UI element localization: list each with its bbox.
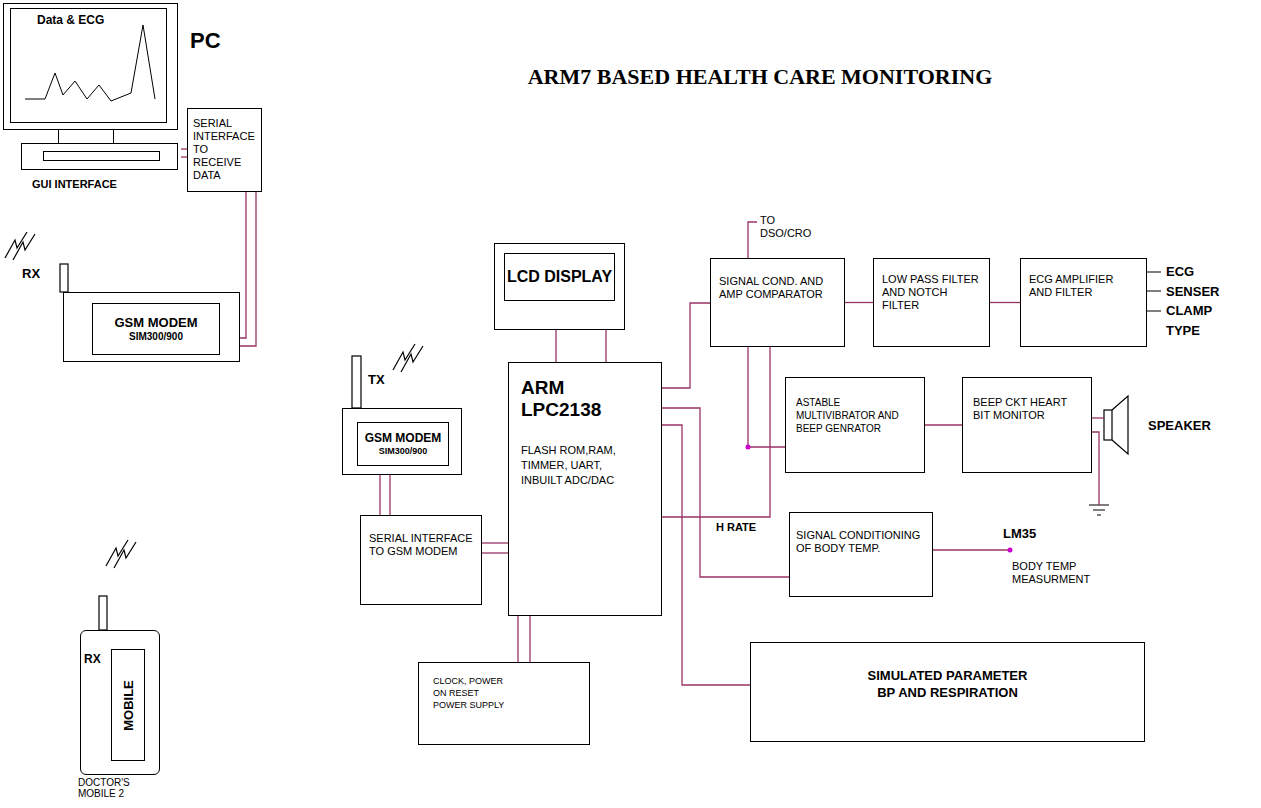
box-text: CLOCK, POWER ON RESET POWER SUPPLY xyxy=(433,675,513,711)
device-box: LCD DISPLAY xyxy=(494,243,625,330)
connector xyxy=(662,425,750,685)
speaker-symbol xyxy=(1104,410,1112,440)
box-text: FLASH ROM,RAM, TIMMER, UART, INBUILT ADC… xyxy=(521,443,639,488)
process-box: ARM LPC2138FLASH ROM,RAM, TIMMER, UART, … xyxy=(508,362,662,616)
annotation-label: BODY TEMP MEASURMENT xyxy=(1012,560,1112,586)
box-text: SIM300/900 xyxy=(129,330,183,343)
inner-frame: MOBILE xyxy=(111,649,145,761)
process-box: SIMULATED PARAMETER BP AND RESPIRATION xyxy=(750,642,1145,742)
annotation-label: ECG SENSER CLAMP TYPE xyxy=(1166,262,1226,340)
connector xyxy=(925,425,962,426)
process-box: LOW PASS FILTER AND NOTCH FILTER xyxy=(873,258,990,347)
connector xyxy=(380,475,390,515)
annotation-label: RX xyxy=(22,266,40,281)
box-text: SIGNAL CONDITIONING OF BODY TEMP. xyxy=(796,529,926,555)
annotation-label: DOCTOR'S MOBILE 2 xyxy=(78,777,158,799)
annotation-label: SPEAKER xyxy=(1148,418,1211,433)
box-text: GSM MODEM xyxy=(114,315,197,330)
annotation-label: TO DSO/CRO xyxy=(760,214,822,240)
pc-monitor: Data & ECG xyxy=(3,3,181,171)
annotation-label: H RATE xyxy=(714,521,758,534)
box-text: SERIAL INTERFACE TO RECEIVE DATA xyxy=(193,117,256,182)
box-text: SIGNAL COND. AND AMP COMPARATOR xyxy=(719,275,836,301)
annotation-label: RX xyxy=(84,652,101,666)
connector xyxy=(990,302,1020,303)
connector xyxy=(845,302,873,303)
connector xyxy=(556,330,606,362)
box-text: LOW PASS FILTER AND NOTCH FILTER xyxy=(882,273,981,312)
connector xyxy=(746,347,786,450)
inner-frame: GSM MODEMSIM300/900 xyxy=(357,422,449,466)
box-text: SIM300/900 xyxy=(379,445,428,457)
box-text: ASTABLE MULTIVIBRATOR AND BEEP GENRATOR xyxy=(796,396,914,435)
annotation-label: GUI INTERFACE xyxy=(32,178,117,191)
speaker-wire xyxy=(1092,417,1104,418)
device-box: GSM MODEMSIM300/900 xyxy=(342,408,462,475)
process-box: SIGNAL COND. AND AMP COMPARATOR xyxy=(710,258,845,347)
radio-symbol xyxy=(393,344,423,372)
process-box: SIGNAL CONDITIONING OF BODY TEMP. xyxy=(789,512,933,597)
box-text: Data & ECG xyxy=(37,13,104,27)
box-text: GSM MODEM xyxy=(365,431,442,445)
box-text: SERIAL INTERFACE TO GSM MODEM xyxy=(369,532,473,558)
device-box: MOBILE xyxy=(80,630,160,775)
ground-wire xyxy=(1092,432,1099,505)
box-text: LCD DISPLAY xyxy=(507,268,612,286)
ground-symbol xyxy=(1089,505,1109,515)
sensor-dot xyxy=(1008,548,1013,553)
process-box: SERIAL INTERFACE TO RECEIVE DATA xyxy=(187,108,262,192)
connector xyxy=(662,408,789,577)
process-box: ASTABLE MULTIVIBRATOR AND BEEP GENRATOR xyxy=(785,377,925,473)
inner-frame: GSM MODEMSIM300/900 xyxy=(92,303,220,355)
box-text: ARM LPC2138 xyxy=(521,377,621,421)
antenna xyxy=(99,596,107,630)
connector xyxy=(662,303,710,388)
radio-symbol xyxy=(5,232,35,260)
antenna xyxy=(352,356,361,408)
box-text: ECG AMPLIFIER AND FILTER xyxy=(1029,273,1138,299)
annotation-label: LM35 xyxy=(1003,526,1036,541)
annotation-label: PC xyxy=(190,28,221,54)
radio-symbol xyxy=(106,540,136,568)
antenna xyxy=(60,264,68,292)
inner-frame: LCD DISPLAY xyxy=(504,253,615,301)
connector xyxy=(662,347,770,517)
process-box: ECG AMPLIFIER AND FILTER xyxy=(1020,258,1147,347)
annotation-label: TX xyxy=(368,372,385,387)
process-box: SERIAL INTERFACE TO GSM MODEM xyxy=(360,515,482,605)
device-box: GSM MODEMSIM300/900 xyxy=(63,292,240,362)
connector xyxy=(518,616,530,662)
box-text: BEEP CKT HEART BIT MONITOR xyxy=(973,396,1081,422)
speaker-cone xyxy=(1112,396,1128,454)
sensor-wire xyxy=(933,549,1008,550)
connector xyxy=(482,543,508,553)
box-text: SIMULATED PARAMETER BP AND RESPIRATION xyxy=(863,667,1033,701)
process-box: CLOCK, POWER ON RESET POWER SUPPLY xyxy=(418,662,590,745)
process-box: BEEP CKT HEART BIT MONITOR xyxy=(962,377,1092,473)
box-text: MOBILE xyxy=(121,680,136,731)
probe-wire xyxy=(748,222,757,258)
diagram-title: ARM7 BASED HEALTH CARE MONITORING xyxy=(500,64,1020,90)
connector xyxy=(240,192,256,346)
sensor-lead xyxy=(1147,272,1161,311)
